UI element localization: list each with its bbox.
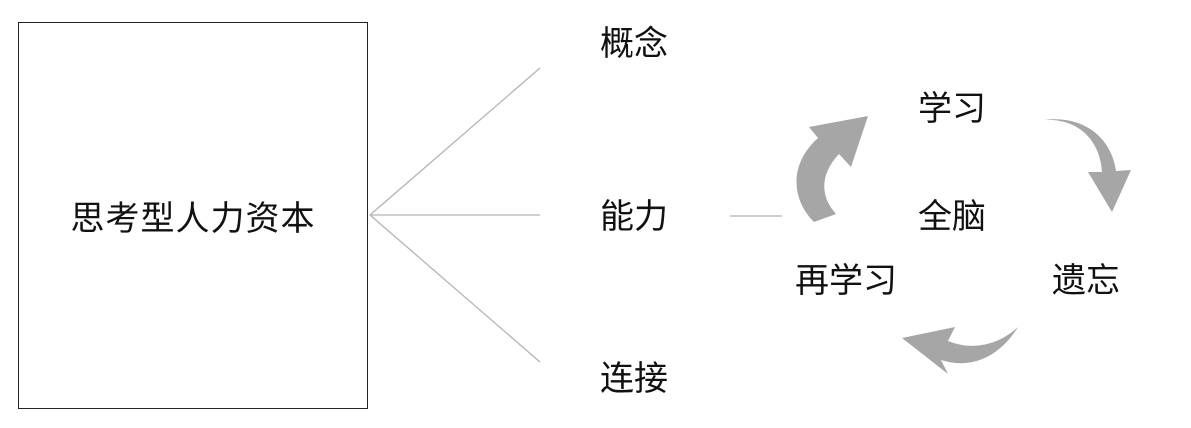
- branch-line-concept: [369, 67, 541, 216]
- cycle-label-forget: 遗忘: [1052, 261, 1120, 301]
- branch-line-connect: [369, 214, 541, 363]
- thinking-human-capital-box: 思考型人力资本: [18, 22, 368, 409]
- cycle-center-label: 全脑: [918, 197, 986, 237]
- cycle-label-relearn: 再学习: [795, 261, 897, 301]
- branch-label-concept: 概念: [600, 24, 668, 64]
- main-box-label: 思考型人力资本: [70, 199, 316, 239]
- curved-arrow-forget-to-relearn: [902, 327, 1018, 374]
- cycle-label-learn: 学习: [918, 89, 986, 129]
- curved-arrow-learn-to-forget: [1044, 119, 1131, 212]
- branch-label-connect: 连接: [600, 359, 668, 399]
- branch-label-ability: 能力: [600, 197, 668, 237]
- curved-arrow-relearn-to-learn: [796, 116, 868, 222]
